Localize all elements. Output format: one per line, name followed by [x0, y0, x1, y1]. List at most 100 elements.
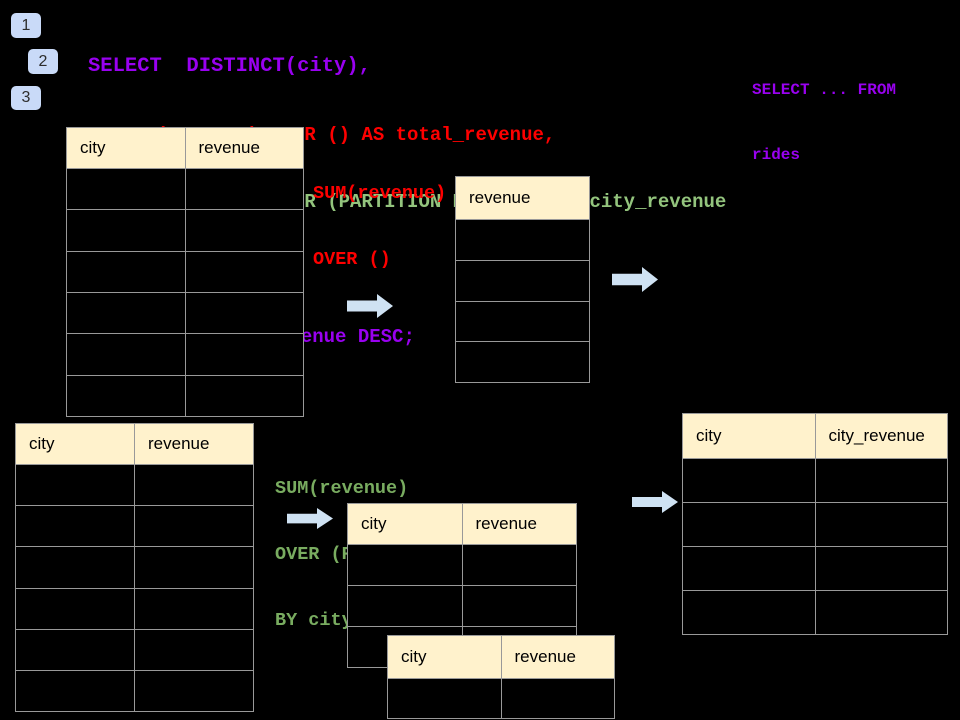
- table-cell: [683, 547, 815, 590]
- table-row: [456, 341, 589, 382]
- table-row: [456, 259, 589, 301]
- table-cell: [67, 169, 185, 210]
- table-cell: [184, 251, 303, 292]
- arrow-right-icon: [612, 267, 658, 292]
- arrow-right-icon: [287, 508, 333, 529]
- table-cell: [67, 251, 185, 292]
- table-cell: [134, 588, 253, 629]
- table-cell: [348, 545, 462, 585]
- table-row: [67, 291, 303, 334]
- table-cell: [500, 679, 614, 718]
- table-cell: [683, 459, 815, 502]
- table-row: [67, 168, 303, 210]
- table-row: [16, 587, 253, 629]
- table-row: [67, 333, 303, 375]
- table-cell: [16, 465, 134, 506]
- arrow-right-icon: [632, 491, 678, 513]
- column-header: revenue: [134, 424, 253, 464]
- table-row: [348, 544, 576, 585]
- table-row: [16, 669, 253, 712]
- note-line-2: rides: [752, 145, 801, 164]
- table-cell: [134, 465, 253, 506]
- sql-line-select: SELECT DISTINCT(city),: [88, 55, 371, 78]
- total-revenue-result-table: revenue: [455, 176, 590, 383]
- table-cell: [184, 292, 303, 334]
- table-row: [683, 546, 947, 590]
- note-line-1: SELECT ... FROM: [752, 81, 897, 99]
- table-cell: [16, 506, 134, 547]
- table-cell: [134, 547, 253, 588]
- table-cell: [16, 547, 134, 588]
- table-cell: [814, 591, 947, 634]
- table-cell: [456, 260, 589, 301]
- table-cell: [134, 629, 253, 670]
- column-header: city: [16, 424, 134, 464]
- table-row: [456, 219, 589, 260]
- table-row: [348, 585, 576, 626]
- table-row: [16, 546, 253, 588]
- arrow-right-icon: [347, 294, 393, 318]
- table-cell: [67, 375, 185, 416]
- table-row: [683, 458, 947, 502]
- table-row: [16, 464, 253, 506]
- table-cell: [16, 670, 134, 712]
- table-cell: [456, 301, 589, 342]
- table-cell: [134, 506, 253, 547]
- table-cell: [184, 169, 303, 210]
- column-header: city: [67, 128, 185, 168]
- column-header: city: [388, 636, 501, 678]
- table-cell: [683, 503, 815, 546]
- table-cell: [184, 375, 303, 416]
- select-from-note: SELECT ... FROM rides: [752, 37, 896, 209]
- table-cell: [456, 220, 589, 260]
- table-header-row: revenue: [456, 177, 589, 219]
- step-badge-1: 1: [11, 13, 41, 38]
- table-row: [456, 300, 589, 342]
- table-cell: [814, 547, 947, 590]
- table-cell: [16, 588, 134, 629]
- label-total-line-2: OVER (): [313, 249, 391, 270]
- table-row: [16, 505, 253, 547]
- label-total-line-1: SUM(revenue): [313, 183, 447, 204]
- table-row: [67, 250, 303, 292]
- table-row: [683, 502, 947, 546]
- table-cell: [184, 210, 303, 251]
- table-cell: [461, 586, 576, 626]
- column-header: revenue: [500, 636, 614, 678]
- table-cell: [388, 679, 501, 718]
- step-badge-3: 3: [11, 86, 41, 110]
- column-header: revenue: [184, 128, 303, 168]
- table-cell: [461, 545, 576, 585]
- table-cell: [67, 292, 185, 334]
- table-cell: [184, 334, 303, 375]
- table-cell: [814, 459, 947, 502]
- step-badge-2: 2: [28, 49, 58, 74]
- label-partition-line-1: SUM(revenue): [275, 478, 409, 499]
- table-row: [67, 374, 303, 416]
- table-cell: [348, 586, 462, 626]
- table-row: [67, 209, 303, 251]
- table-cell: [134, 670, 253, 712]
- table-cell: [683, 591, 815, 634]
- table-row: [683, 590, 947, 634]
- column-header: revenue: [456, 177, 589, 219]
- table-row: [388, 678, 614, 718]
- table-cell: [67, 210, 185, 251]
- table-row: [16, 628, 253, 670]
- column-header: city: [683, 414, 815, 458]
- column-header: city: [348, 504, 462, 544]
- table-cell: [456, 342, 589, 382]
- table-cell: [814, 503, 947, 546]
- column-header: revenue: [461, 504, 576, 544]
- table-cell: [67, 334, 185, 375]
- table-cell: [16, 629, 134, 670]
